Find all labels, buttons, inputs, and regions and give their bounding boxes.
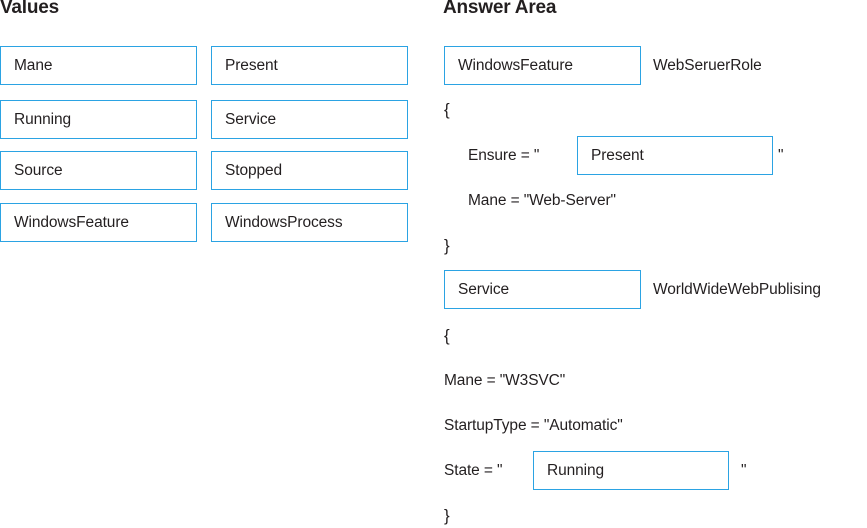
answer-dropzone-resource-type-2[interactable]: Service bbox=[444, 270, 641, 309]
resource-instance-name-2: WorldWideWebPublising bbox=[653, 281, 821, 298]
closing-quote-state: " bbox=[741, 462, 747, 479]
value-token-label: Running bbox=[14, 110, 72, 128]
answer-dropzone-value: Running bbox=[547, 461, 605, 479]
answer-dropzone-value: Present bbox=[591, 146, 644, 164]
answer-dropzone-ensure-value[interactable]: Present bbox=[577, 136, 773, 175]
value-token-label: Mane bbox=[14, 56, 53, 74]
value-token-mane[interactable]: Mane bbox=[0, 46, 197, 85]
resource-instance-name-1: WebSeruerRole bbox=[653, 57, 762, 74]
answer-dropzone-value: Service bbox=[458, 280, 509, 298]
answer-area-title: Answer Area bbox=[443, 0, 557, 18]
value-token-label: Service bbox=[225, 110, 276, 128]
value-token-label: Source bbox=[14, 161, 63, 179]
value-token-label: WindowsProcess bbox=[225, 213, 343, 231]
value-token-running[interactable]: Running bbox=[0, 100, 197, 139]
open-brace-1: { bbox=[444, 100, 450, 119]
value-token-label: Stopped bbox=[225, 161, 283, 179]
value-token-windowsprocess[interactable]: WindowsProcess bbox=[211, 203, 408, 242]
property-line-mane-w3svc: Mane = "W3SVC" bbox=[444, 372, 566, 389]
property-line-mane-webserver: Mane = "Web-Server" bbox=[468, 192, 616, 209]
value-token-label: Present bbox=[225, 56, 278, 74]
property-line-startuptype: StartupType = "Automatic" bbox=[444, 417, 623, 434]
closing-quote-ensure: " bbox=[778, 147, 784, 164]
value-token-windowsfeature[interactable]: WindowsFeature bbox=[0, 203, 197, 242]
property-label-ensure: Ensure = " bbox=[468, 147, 540, 164]
answer-dropzone-value: WindowsFeature bbox=[458, 56, 573, 74]
answer-dropzone-resource-type-1[interactable]: WindowsFeature bbox=[444, 46, 641, 85]
close-brace-1: } bbox=[444, 236, 450, 255]
value-token-label: WindowsFeature bbox=[14, 213, 129, 231]
property-label-state: State = " bbox=[444, 462, 503, 479]
value-token-source[interactable]: Source bbox=[0, 151, 197, 190]
value-token-stopped[interactable]: Stopped bbox=[211, 151, 408, 190]
value-token-present[interactable]: Present bbox=[211, 46, 408, 85]
answer-dropzone-state-value[interactable]: Running bbox=[533, 451, 729, 490]
value-token-service[interactable]: Service bbox=[211, 100, 408, 139]
close-brace-2: } bbox=[444, 506, 450, 525]
values-panel-title: Values bbox=[0, 0, 60, 18]
open-brace-2: { bbox=[444, 326, 450, 345]
